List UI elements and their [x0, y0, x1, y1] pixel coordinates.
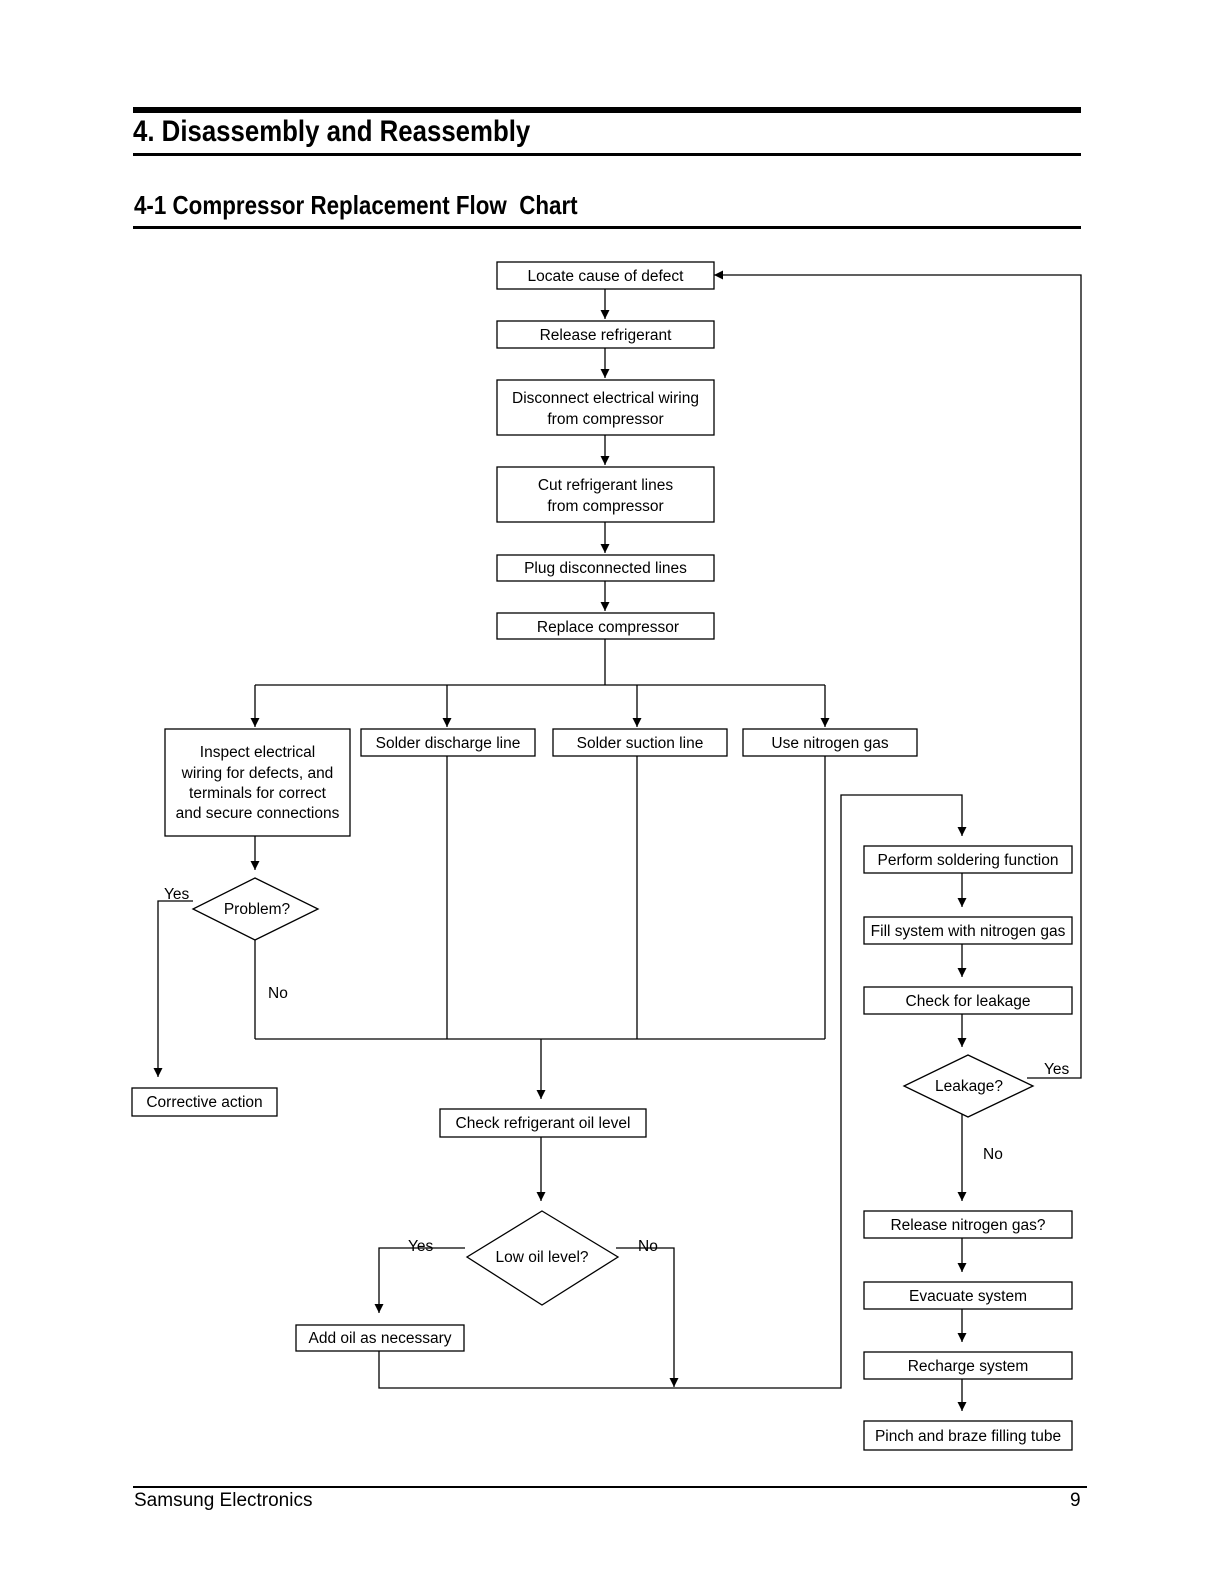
step-perform-soldering: Perform soldering function [863, 845, 1073, 874]
footer-rule [133, 1486, 1087, 1488]
decision-low-oil: Low oil level? [465, 1210, 620, 1306]
subsection-title-underline [133, 226, 1081, 229]
svg-text:Recharge system: Recharge system [908, 1358, 1029, 1375]
connector-problem-yes [153, 900, 193, 1077]
step-locate-defect: Locate cause of defect [496, 261, 715, 290]
svg-text:Fill system with nitrogen gas: Fill system with nitrogen gas [871, 923, 1066, 940]
svg-text:Release nitrogen gas?: Release nitrogen gas? [890, 1217, 1045, 1234]
svg-text:Use nitrogen gas: Use nitrogen gas [771, 735, 888, 752]
label-problem-no: No [268, 985, 288, 1002]
step-check-leakage: Check for leakage [863, 986, 1073, 1015]
step-pinch-braze: Pinch and braze filling tube [863, 1420, 1073, 1451]
svg-text:Plug disconnected lines: Plug disconnected lines [524, 560, 687, 577]
svg-text:Corrective action: Corrective action [146, 1094, 262, 1111]
step-check-oil-level: Check refrigerant oil level [439, 1108, 647, 1138]
step-inspect-wiring: Inspect electrical wiring for defects, a… [164, 728, 351, 837]
svg-text:Low oil level?: Low oil level? [495, 1249, 588, 1266]
svg-text:Add oil as necessary: Add oil as necessary [308, 1330, 451, 1347]
svg-text:Cut refrigerant lines: Cut refrigerant lines [538, 477, 674, 494]
svg-text:from compressor: from compressor [547, 498, 663, 515]
svg-text:Pinch and braze filling tube: Pinch and braze filling tube [875, 1428, 1061, 1445]
svg-text:Problem?: Problem? [224, 901, 291, 918]
svg-text:Check refrigerant oil level: Check refrigerant oil level [456, 1115, 631, 1132]
step-replace-compressor: Replace compressor [496, 612, 715, 640]
step-release-nitrogen: Release nitrogen gas? [863, 1210, 1073, 1239]
step-solder-suction: Solder suction line [552, 728, 728, 757]
svg-text:wiring for defects, and: wiring for defects, and [181, 765, 334, 782]
svg-text:Solder discharge line: Solder discharge line [376, 735, 521, 752]
label-oil-yes: Yes [408, 1238, 434, 1255]
svg-text:Locate cause of defect: Locate cause of defect [528, 268, 685, 285]
step-cut-refrigerant-lines: Cut refrigerant lines from compressor [496, 466, 715, 523]
svg-text:Inspect electrical: Inspect electrical [200, 744, 315, 761]
decision-leakage: Leakage? [902, 1054, 1035, 1118]
label-leakage-no: No [983, 1146, 1003, 1163]
section-title-underline [133, 153, 1081, 156]
step-recharge-system: Recharge system [863, 1351, 1073, 1380]
top-thick-rule [133, 107, 1081, 113]
connector-oil-yes [374, 1247, 465, 1313]
label-problem-yes: Yes [164, 886, 190, 903]
step-solder-discharge: Solder discharge line [360, 728, 536, 757]
svg-text:Leakage?: Leakage? [935, 1078, 1003, 1095]
decision-problem: Problem? [191, 877, 320, 941]
step-use-nitrogen: Use nitrogen gas [742, 728, 918, 757]
step-fill-nitrogen: Fill system with nitrogen gas [863, 916, 1073, 945]
svg-text:Disconnect electrical wiring: Disconnect electrical wiring [512, 390, 699, 407]
step-release-refrigerant: Release refrigerant [496, 320, 715, 349]
step-corrective-action: Corrective action [131, 1087, 278, 1117]
svg-text:terminals for correct: terminals for correct [189, 785, 327, 802]
svg-text:Release refrigerant: Release refrigerant [540, 327, 673, 344]
label-leakage-yes: Yes [1044, 1061, 1070, 1078]
connector-oil-no [616, 1247, 679, 1387]
svg-text:Evacuate system: Evacuate system [909, 1288, 1027, 1305]
subsection-title: 4-1 Compressor Replacement Flow Chart [134, 190, 578, 220]
connector-add-oil-return [378, 794, 967, 1389]
section-title: 4. Disassembly and Reassembly [133, 115, 531, 148]
step-disconnect-wiring: Disconnect electrical wiring from compre… [496, 379, 715, 436]
connector-leakage-yes-loop [714, 270, 1082, 1079]
connectors [153, 270, 1082, 1411]
step-add-oil: Add oil as necessary [295, 1324, 465, 1352]
step-evacuate-system: Evacuate system [863, 1281, 1073, 1310]
svg-text:Solder suction line: Solder suction line [577, 735, 704, 752]
step-plug-lines: Plug disconnected lines [496, 554, 715, 582]
svg-text:from compressor: from compressor [547, 411, 663, 428]
footer-page-number: 9 [1070, 1490, 1081, 1511]
svg-text:Replace compressor: Replace compressor [537, 619, 679, 636]
svg-text:Perform soldering function: Perform soldering function [878, 852, 1059, 869]
svg-text:Check for leakage: Check for leakage [906, 993, 1031, 1010]
label-oil-no: No [638, 1238, 658, 1255]
footer-company: Samsung Electronics [134, 1490, 313, 1511]
svg-text:and secure connections: and secure connections [176, 805, 340, 822]
